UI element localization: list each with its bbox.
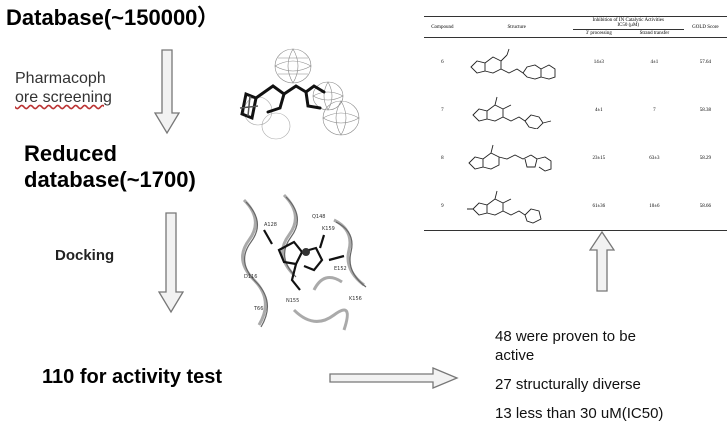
reduced-line2: database(~1700) [24, 167, 196, 192]
gold-score: 58.66 [683, 182, 727, 231]
table-row: 6 14±3 4±1 57.64 [424, 38, 727, 87]
result-line1: 48 were proven to be [495, 328, 636, 345]
svg-text:Q148: Q148 [312, 214, 325, 220]
down-arrow-icon [154, 49, 180, 135]
svg-text:D116: D116 [244, 274, 257, 280]
header-inhibition-text: Inhibition of IN Catalytic Activities [592, 18, 664, 23]
compound-id: 6 [441, 59, 444, 65]
compound-id: 7 [441, 107, 444, 113]
svg-text:T66: T66 [253, 306, 263, 312]
result-line2: active [495, 347, 535, 364]
strand-value: 10±6 [624, 182, 684, 231]
processing-value: 4±1 [594, 107, 603, 113]
header-ic50: IC50 (μM) [617, 23, 640, 28]
compound-table: Compound Structure Inhibition of IN Cata… [424, 16, 727, 231]
header-inhibition: Inhibition of IN Catalytic Activities IC… [572, 16, 684, 30]
up-arrow-icon [589, 231, 615, 292]
database-label: Database(~150000） [6, 5, 220, 30]
molecule-structure-icon [461, 134, 573, 182]
svg-text:K159: K159 [322, 226, 335, 232]
strand-value: 7 [653, 107, 656, 113]
header-gold: GOLD Score [683, 16, 727, 38]
molecule-structure-icon [460, 182, 573, 231]
results-block: 48 were proven to be active 27 structura… [495, 327, 663, 423]
pharmacophore-line2: ore screening [15, 89, 112, 106]
processing-value: 61±36 [572, 182, 625, 231]
result-line4: 13 less than 30 uM(IC50) [495, 405, 664, 422]
processing-value: 14±3 [593, 59, 604, 65]
down-arrow-icon [158, 212, 184, 314]
gold-score: 58.29 [699, 155, 712, 161]
result-line3: 27 structurally diverse [495, 376, 641, 393]
molecule-structure-icon [461, 38, 573, 87]
compound-id: 9 [424, 182, 461, 231]
gold-score: 57.64 [699, 59, 712, 65]
pharmacophore-model-icon [239, 48, 360, 140]
strand-value: 63±3 [649, 155, 660, 161]
pharmacophore-screening-label: Pharmacoph ore screening [15, 69, 112, 107]
svg-text:E152: E152 [334, 266, 347, 272]
molecule-structure-icon [461, 86, 573, 134]
reduced-line1: Reduced [24, 141, 117, 166]
docking-label: Docking [55, 247, 115, 264]
processing-value: 23±15 [592, 155, 606, 161]
right-arrow-icon [329, 367, 459, 389]
gold-score: 58.38 [699, 107, 712, 113]
compound-id: 8 [441, 155, 444, 161]
header-strand: Strand transfer [624, 29, 684, 38]
svg-text:A128: A128 [264, 222, 277, 228]
strand-value: 4±1 [650, 59, 659, 65]
table-row: 7 4±1 7 58.38 [424, 86, 727, 134]
activity-test-label: 110 for activity test [42, 366, 223, 388]
header-structure: Structure [460, 16, 573, 38]
header-processing: 3' processing [572, 29, 625, 38]
svg-text:N155: N155 [286, 298, 299, 304]
header-compound: Compound [424, 16, 461, 38]
svg-text:K156: K156 [349, 296, 362, 302]
table-row: 8 23±15 63±3 58.29 [424, 134, 727, 182]
table-row: 9 61±36 10±6 58.66 [424, 182, 727, 231]
pharmacophore-line1: Pharmacoph [15, 70, 106, 87]
reduced-database-label: Reduced database(~1700) [24, 141, 196, 193]
